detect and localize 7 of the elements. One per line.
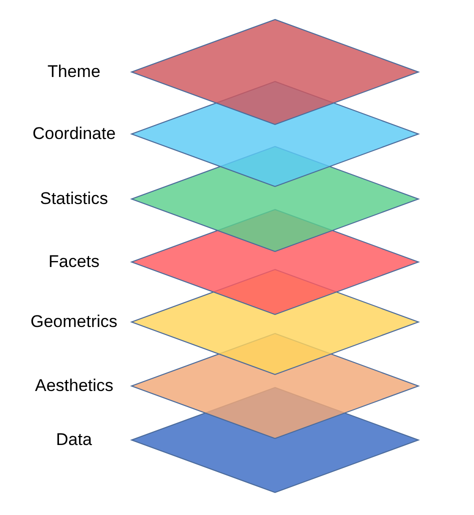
layer-label: Statistics <box>40 189 108 209</box>
layer-label: Data <box>56 430 92 450</box>
layer-label: Aesthetics <box>35 376 114 396</box>
layer-label: Geometrics <box>30 312 118 332</box>
layer-label: Coordinate <box>32 124 116 144</box>
layer-label: Facets <box>48 252 100 272</box>
layer-label: Theme <box>48 62 100 82</box>
